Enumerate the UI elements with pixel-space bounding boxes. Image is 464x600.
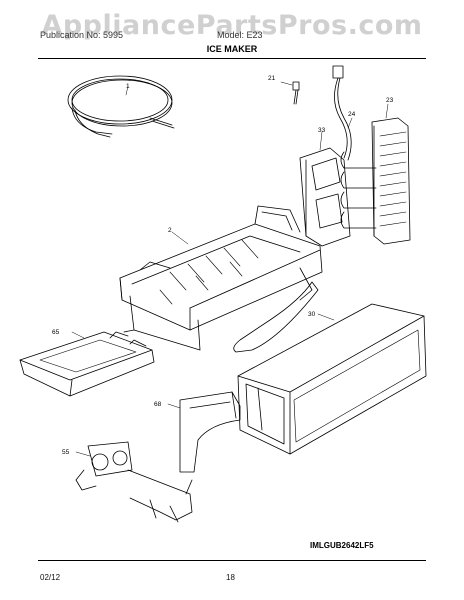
model-number: Model: E23 (217, 30, 263, 40)
part-harness[interactable] (332, 65, 352, 161)
callout-1: 1 (126, 83, 130, 90)
footer-page-number: 18 (226, 573, 235, 582)
callout-65: 65 (52, 329, 60, 336)
part-thermostat[interactable] (292, 81, 300, 105)
footer-rule (38, 560, 426, 561)
part-chute[interactable] (179, 391, 241, 473)
publication-number: Publication No: 5995 (40, 30, 124, 40)
callout-24: 24 (348, 111, 356, 118)
footer-date: 02/12 (40, 573, 61, 582)
part-icemaker[interactable] (119, 205, 323, 351)
part-module-cover[interactable] (299, 147, 351, 247)
callout-68: 68 (154, 401, 162, 408)
callout-30: 30 (308, 311, 316, 318)
callout-2: 2 (168, 227, 172, 234)
diagram-code: IMLGUB2642LF5 (310, 541, 374, 550)
part-tubing[interactable] (67, 75, 175, 138)
watermark: AppliancePartsPros.com (41, 10, 423, 41)
header-rule (38, 58, 426, 59)
section-title: ICE MAKER (206, 44, 258, 54)
callout-55: 55 (62, 449, 70, 456)
part-evaporator[interactable] (340, 117, 411, 245)
part-valve[interactable] (75, 441, 193, 523)
part-bail-arm[interactable] (233, 281, 319, 353)
callout-21: 21 (268, 75, 276, 82)
callout-23: 23 (386, 97, 394, 104)
part-bucket[interactable] (237, 303, 427, 455)
callout-33: 33 (318, 127, 326, 134)
part-tray[interactable] (19, 331, 155, 397)
